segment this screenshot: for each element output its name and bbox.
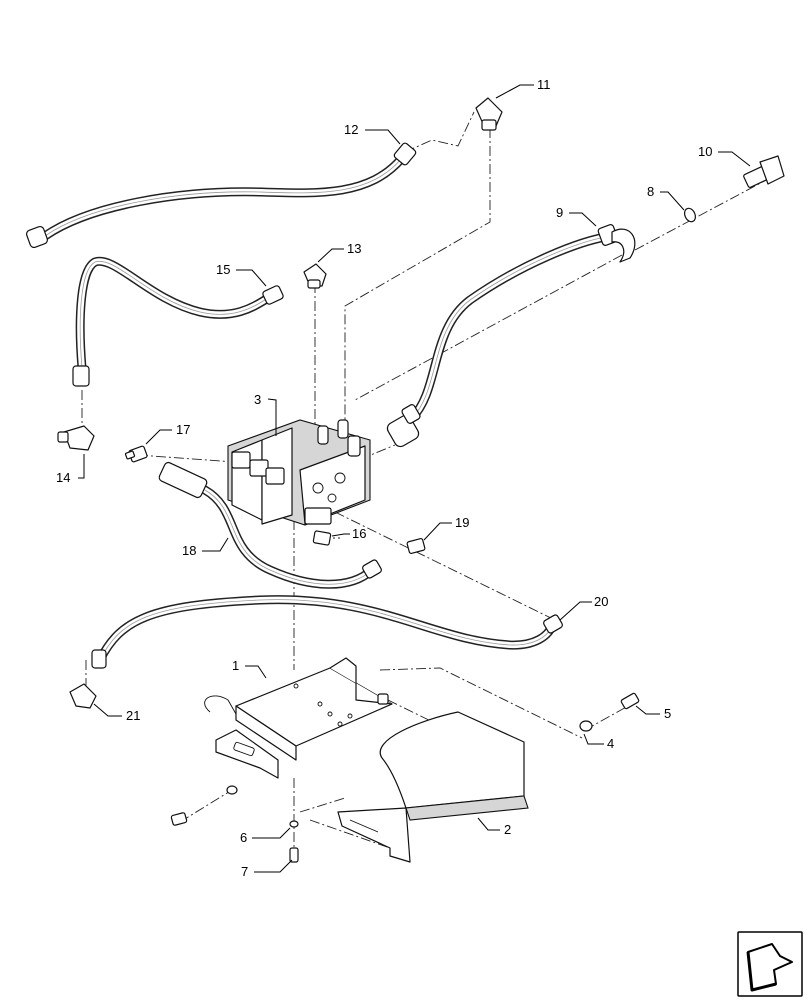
callout-14: 14 — [56, 470, 70, 485]
bolt-5 — [620, 692, 640, 710]
fitting-11 — [475, 97, 503, 131]
hose-12 — [25, 142, 417, 249]
callout-20: 20 — [594, 594, 608, 609]
callout-8: 8 — [647, 184, 654, 199]
hose-9 — [386, 224, 636, 448]
mounting-plate-1 — [204, 657, 393, 779]
cover-2 — [337, 711, 529, 863]
fitting-10 — [743, 155, 785, 188]
callout-7: 7 — [241, 864, 248, 879]
callout-19: 19 — [455, 515, 469, 530]
callout-21: 21 — [126, 708, 140, 723]
callout-9: 9 — [556, 205, 563, 220]
bolt-7 — [289, 847, 299, 863]
callout-16: 16 — [352, 526, 366, 541]
fitting-16 — [312, 530, 332, 546]
callout-3: 3 — [254, 392, 261, 407]
callout-18: 18 — [182, 543, 196, 558]
callout-1: 1 — [232, 658, 239, 673]
callout-12: 12 — [344, 122, 358, 137]
callout-10: 10 — [698, 144, 712, 159]
hose-20 — [91, 595, 563, 669]
control-valve-3 — [227, 419, 371, 526]
callout-17: 17 — [176, 422, 190, 437]
callout-4: 4 — [607, 736, 614, 751]
hose-15 — [72, 256, 284, 387]
o-ring-8 — [683, 207, 697, 223]
callout-2: 2 — [504, 822, 511, 837]
fitting-21 — [69, 683, 97, 709]
next-page-arrow-icon[interactable] — [737, 931, 803, 997]
fitting-14 — [57, 425, 95, 451]
washer-6 — [289, 820, 299, 828]
fitting-13 — [303, 263, 327, 289]
fitting-17 — [124, 445, 148, 463]
callout-numbers: 1 2 3 4 5 6 7 8 9 10 11 12 13 14 15 16 1… — [56, 77, 712, 879]
callout-5: 5 — [664, 706, 671, 721]
hose-18 — [158, 461, 382, 589]
callout-6: 6 — [240, 830, 247, 845]
callout-15: 15 — [216, 262, 230, 277]
callout-11: 11 — [537, 77, 551, 92]
fitting-19 — [406, 537, 426, 555]
washer-4 — [579, 720, 593, 732]
leader-lines — [78, 84, 751, 873]
callout-13: 13 — [347, 241, 361, 256]
left-bolt — [170, 785, 238, 826]
